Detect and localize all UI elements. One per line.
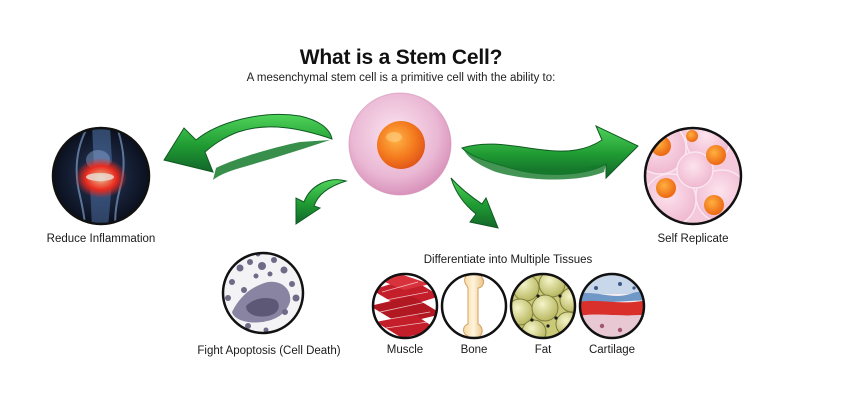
fat-cells-icon (509, 272, 577, 340)
label-self-replicate: Self Replicate (657, 233, 729, 245)
label-cartilage: Cartilage (588, 344, 636, 356)
bone-icon (440, 272, 508, 340)
label-differentiate: Differentiate into Multiple Tissues (423, 254, 593, 266)
label-bone: Bone (460, 344, 488, 356)
label-reduce-inflammation: Reduce Inflammation (46, 233, 156, 245)
cartilage-tissue-icon (578, 272, 646, 340)
label-muscle: Muscle (386, 344, 424, 356)
replicating-cells-icon (643, 126, 743, 226)
muscle-tissue-icon (371, 272, 439, 340)
apoptosis-cells-icon (221, 251, 305, 335)
label-fight-apoptosis: Fight Apoptosis (Cell Death) (197, 345, 341, 357)
page-title: What is a Stem Cell? (299, 46, 503, 69)
stem-cell-icon (348, 92, 452, 196)
knee-joint-icon (51, 126, 151, 226)
arrow-to-self-replicate (461, 124, 639, 180)
label-fat: Fat (534, 344, 552, 356)
arrow-to-differentiation (450, 177, 499, 229)
page-subtitle: A mesenchymal stem cell is a primitive c… (246, 72, 556, 84)
arrow-to-apoptosis (295, 179, 348, 225)
arrow-to-inflammation (163, 113, 333, 180)
